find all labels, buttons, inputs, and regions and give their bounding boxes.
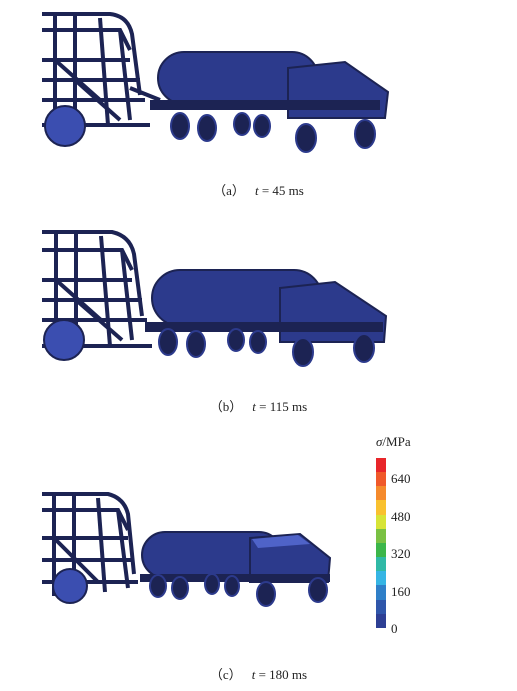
panel-label: （b）	[209, 399, 243, 414]
colorbar-segment	[376, 486, 386, 501]
time-value: = 115 ms	[259, 399, 308, 414]
colorbar-tick-320: 320	[391, 546, 411, 561]
front-wheel	[43, 319, 85, 361]
colorbar-tick-160: 160	[391, 584, 411, 599]
colorbar-segment	[376, 500, 386, 515]
colorbar-segment	[376, 585, 386, 600]
axle-wheels	[158, 328, 375, 367]
colorbar-segment	[376, 571, 386, 586]
vehicle-mesh-c	[42, 492, 332, 607]
trailer-box	[279, 280, 388, 343]
colorbar-title: σ/MPa	[376, 434, 411, 450]
caption-c: （c） t = 180 ms	[0, 664, 517, 683]
colorbar-segment	[376, 514, 386, 529]
trailer-top-highlight	[252, 535, 310, 548]
front-wheel	[52, 568, 88, 604]
axle-wheels	[149, 573, 328, 607]
colorbar-segment	[376, 458, 386, 473]
time-symbol: t	[251, 667, 256, 682]
stress-colorbar	[376, 458, 386, 628]
colorbar-segment	[376, 557, 386, 572]
stress-unit: /MPa	[382, 434, 411, 449]
panel-label: （a）	[213, 183, 245, 198]
colorbar-segment	[376, 528, 386, 543]
panel-a-simulation	[0, 0, 517, 175]
caption-b: （b） t = 115 ms	[0, 396, 517, 415]
tractor-frame	[42, 12, 161, 130]
time-value: = 180 ms	[258, 667, 308, 682]
colorbar-segment	[376, 613, 386, 628]
colorbar-segment	[376, 542, 386, 558]
axle-wheels	[170, 112, 376, 153]
colorbar-segment	[376, 599, 386, 614]
panel-b-simulation	[0, 218, 517, 393]
colorbar-tick-0: 0	[391, 621, 398, 636]
time-value: = 45 ms	[261, 183, 304, 198]
colorbar-segment	[376, 472, 386, 487]
chassis-rail	[145, 322, 383, 332]
stress-symbol: σ	[376, 434, 383, 449]
colorbar-tick-480: 480	[391, 509, 411, 524]
vehicle-mesh-b	[42, 230, 388, 367]
front-wheel	[44, 105, 86, 147]
time-symbol: t	[252, 399, 256, 414]
panel-c-simulation	[0, 478, 517, 638]
colorbar-tick-640: 640	[391, 471, 411, 486]
caption-a: （a） t = 45 ms	[0, 180, 517, 199]
time-symbol: t	[254, 183, 259, 198]
chassis-rail	[150, 100, 380, 110]
panel-label: （c）	[209, 667, 242, 682]
vehicle-mesh-a	[42, 12, 390, 153]
